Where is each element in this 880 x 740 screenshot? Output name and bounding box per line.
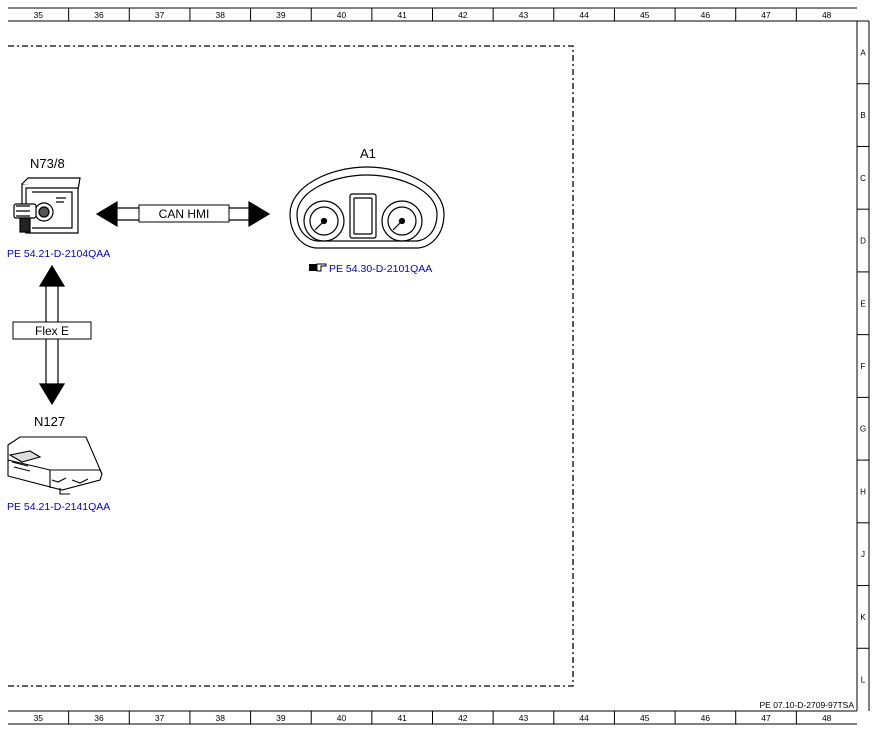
ignition-switch-ref[interactable]: PE 54.21-D-2104QAA <box>7 248 110 260</box>
column-label: 42 <box>458 10 468 20</box>
column-label: 41 <box>397 713 407 723</box>
ignition-switch-label: N73/8 <box>30 156 65 171</box>
control-unit-ref[interactable]: PE 54.21-D-2141QAA <box>7 501 110 513</box>
instrument-cluster-icon[interactable] <box>289 166 445 249</box>
hand-pointer-icon <box>309 263 327 272</box>
column-label: 48 <box>822 713 832 723</box>
column-label: 47 <box>761 713 771 723</box>
row-label: K <box>860 613 866 622</box>
row-label: G <box>860 425 866 434</box>
column-labels-top: 35 36 37 38 39 40 41 42 43 44 45 46 47 48 <box>34 10 832 20</box>
row-ticks <box>857 83 869 649</box>
column-label: 38 <box>216 10 226 20</box>
column-label: 35 <box>34 10 44 20</box>
column-label: 36 <box>94 713 104 723</box>
row-label: L <box>861 676 866 685</box>
column-label: 36 <box>94 10 104 20</box>
row-label: C <box>860 174 866 183</box>
column-label: 46 <box>701 713 711 723</box>
ignition-switch-icon[interactable] <box>13 177 81 234</box>
column-label: 35 <box>34 713 44 723</box>
can-hmi-label-box <box>138 204 230 223</box>
row-labels: A B C D E F G H J K L <box>860 48 866 684</box>
row-label: J <box>861 550 865 559</box>
row-label: D <box>860 237 866 246</box>
column-label: 39 <box>276 10 286 20</box>
column-label: 44 <box>579 713 589 723</box>
column-ticks-top <box>68 8 797 21</box>
flex-e-label-box <box>12 321 92 340</box>
instrument-cluster-ref[interactable]: PE 54.30-D-2101QAA <box>329 263 432 275</box>
column-label: 37 <box>155 713 165 723</box>
column-label: 40 <box>337 713 347 723</box>
column-label: 45 <box>640 10 650 20</box>
row-label: B <box>860 111 865 120</box>
column-label: 44 <box>579 10 589 20</box>
column-label: 42 <box>458 713 468 723</box>
control-unit-label: N127 <box>34 414 65 429</box>
column-label: 39 <box>276 713 286 723</box>
column-label: 43 <box>519 713 529 723</box>
can-hmi-label: CAN HMI <box>159 207 210 221</box>
row-label: H <box>860 487 866 496</box>
column-label: 40 <box>337 10 347 20</box>
control-unit-icon[interactable] <box>7 436 103 495</box>
column-label: 41 <box>397 10 407 20</box>
document-code: PE 07.10-D-2709-97TSA <box>760 700 855 710</box>
column-label: 48 <box>822 10 832 20</box>
column-label: 47 <box>761 10 771 20</box>
instrument-cluster-label: A1 <box>360 146 376 161</box>
row-label: F <box>861 362 866 371</box>
column-label: 46 <box>701 10 711 20</box>
system-boundary <box>8 45 574 687</box>
column-label: 45 <box>640 713 650 723</box>
row-label: A <box>860 48 866 57</box>
column-label: 38 <box>216 713 226 723</box>
flex-e-arrow <box>38 264 66 406</box>
diagram-frame <box>8 7 870 725</box>
row-label: E <box>860 299 865 308</box>
column-label: 37 <box>155 10 165 20</box>
column-label: 43 <box>519 10 529 20</box>
flex-e-label: Flex E <box>35 324 69 338</box>
column-ticks-bottom <box>68 711 797 724</box>
column-labels-bottom: 35 36 37 38 39 40 41 42 43 44 45 46 47 48 <box>34 713 832 723</box>
